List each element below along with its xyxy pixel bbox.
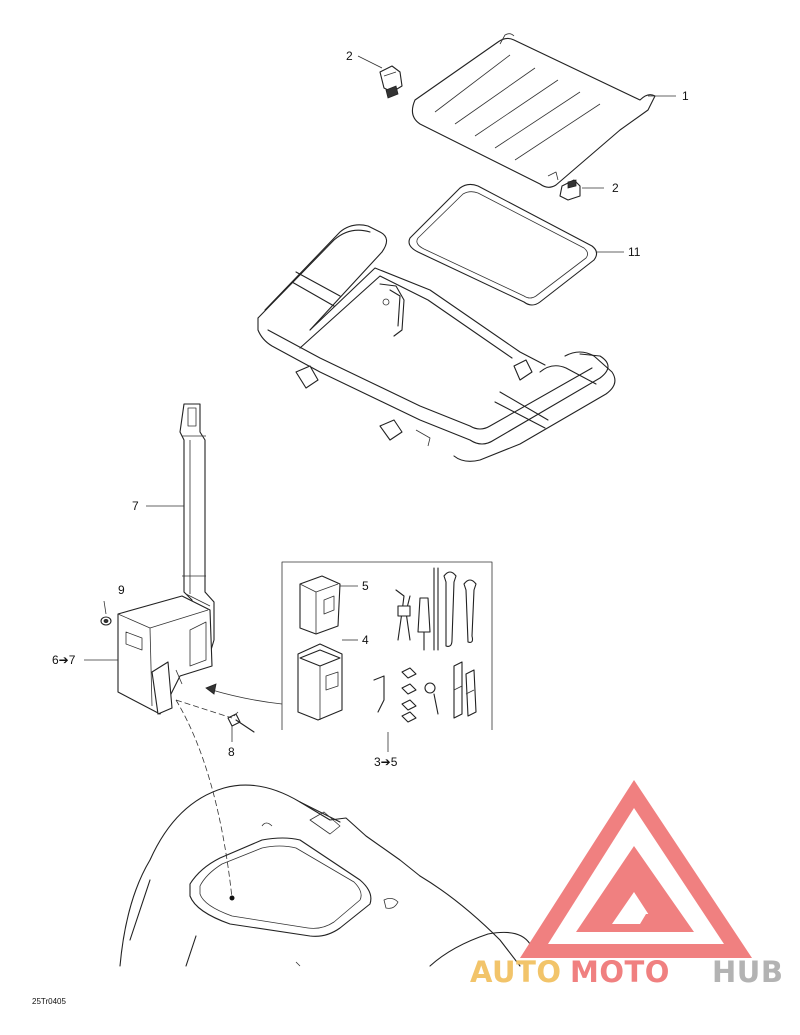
seal-ring xyxy=(408,183,598,306)
pouch-small xyxy=(299,575,341,635)
watermark: AUTO MOTO HUB xyxy=(470,780,783,989)
watermark-text-moto: MOTO xyxy=(570,955,670,989)
callout-rivet: 8 xyxy=(228,745,235,759)
callout-seal: 11 xyxy=(628,245,641,259)
rack-frame xyxy=(257,224,616,462)
callout-leaders xyxy=(84,55,676,752)
callout-pouch-large: 4 xyxy=(362,633,369,647)
watermark-text-auto: AUTO xyxy=(470,955,562,989)
bag-assembly xyxy=(117,595,213,715)
watermark-text-hub: HUB xyxy=(712,955,783,989)
drawing-code: 25Tr0405 xyxy=(32,997,67,1006)
callout-pouch-small: 5 xyxy=(362,579,369,593)
watermark-logo xyxy=(520,780,752,958)
callout-seat-cushion: 1 xyxy=(682,89,689,103)
clip-top xyxy=(379,65,403,99)
rivet xyxy=(227,711,255,733)
tool-kit-box xyxy=(281,561,493,730)
callout-clip-top: 2 xyxy=(346,49,353,63)
pouch-large xyxy=(297,643,343,721)
seat-cushion xyxy=(411,33,656,188)
callout-labels: 2 1 2 11 7 9 6➔7 8 5 4 3➔5 25Tr0405 xyxy=(32,49,689,1006)
tools-set xyxy=(373,567,477,723)
callout-tool-kit: 3➔5 xyxy=(374,755,398,769)
clip-right xyxy=(559,179,581,201)
washer xyxy=(100,616,112,626)
callout-clip-right: 2 xyxy=(612,181,619,195)
kit-arrow xyxy=(205,683,283,705)
callout-bag-assembly: 6➔7 xyxy=(52,653,76,667)
callout-strap: 7 xyxy=(132,499,139,513)
callout-washer: 9 xyxy=(118,583,125,597)
leader-lines xyxy=(175,699,235,901)
vehicle-body xyxy=(119,784,531,967)
